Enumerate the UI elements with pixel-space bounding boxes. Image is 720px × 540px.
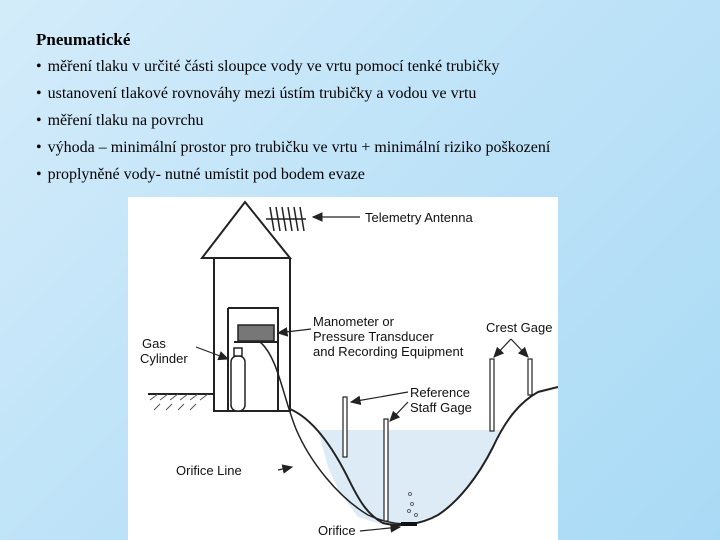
label-reference-staff-gage: Reference	[410, 385, 470, 400]
gauge-shelter	[199, 200, 293, 412]
label-telemetry-antenna: Telemetry Antenna	[365, 210, 473, 225]
bullet-item: výhoda – minimální prostor pro trubičku …	[36, 137, 551, 164]
label-manometer: Manometer or	[313, 314, 395, 329]
label-gas-cylinder: Gas	[142, 336, 166, 351]
label-crest-gage: Crest Gage	[486, 320, 552, 335]
stream-water	[318, 430, 502, 525]
ground-hatching	[149, 393, 209, 411]
leader-arrows	[195, 212, 529, 533]
label-orifice-line: Orifice Line	[176, 463, 242, 478]
crest-gage	[489, 358, 533, 432]
bullet-list: měření tlaku v určité části sloupce vody…	[36, 56, 551, 191]
orifice-icon	[401, 522, 417, 526]
antenna-icon	[266, 206, 306, 232]
bullet-item: měření tlaku na povrchu	[36, 110, 550, 137]
bubbles	[407, 492, 418, 517]
label-gas-cylinder: Cylinder	[140, 351, 188, 366]
bullet-item: ustanovení tlakové rovnováhy mezi ústím …	[36, 83, 550, 110]
label-manometer: Pressure Transducer	[313, 329, 434, 344]
recorder-box	[237, 324, 275, 342]
bullet-item: proplyněné vody- nutné umístit pod bodem…	[36, 164, 550, 191]
label-orifice: Orifice	[318, 523, 356, 538]
gauging-station-diagram: Telemetry Antenna Manometer or Pressure …	[128, 197, 558, 540]
slide-title: Pneumatické	[36, 30, 131, 49]
label-manometer: and Recording Equipment	[313, 344, 464, 359]
gas-cylinder	[230, 347, 246, 412]
bullet-item: měření tlaku v určité části sloupce vody…	[36, 56, 550, 83]
label-reference-staff-gage: Staff Gage	[410, 400, 472, 415]
staff-gage	[342, 396, 389, 522]
